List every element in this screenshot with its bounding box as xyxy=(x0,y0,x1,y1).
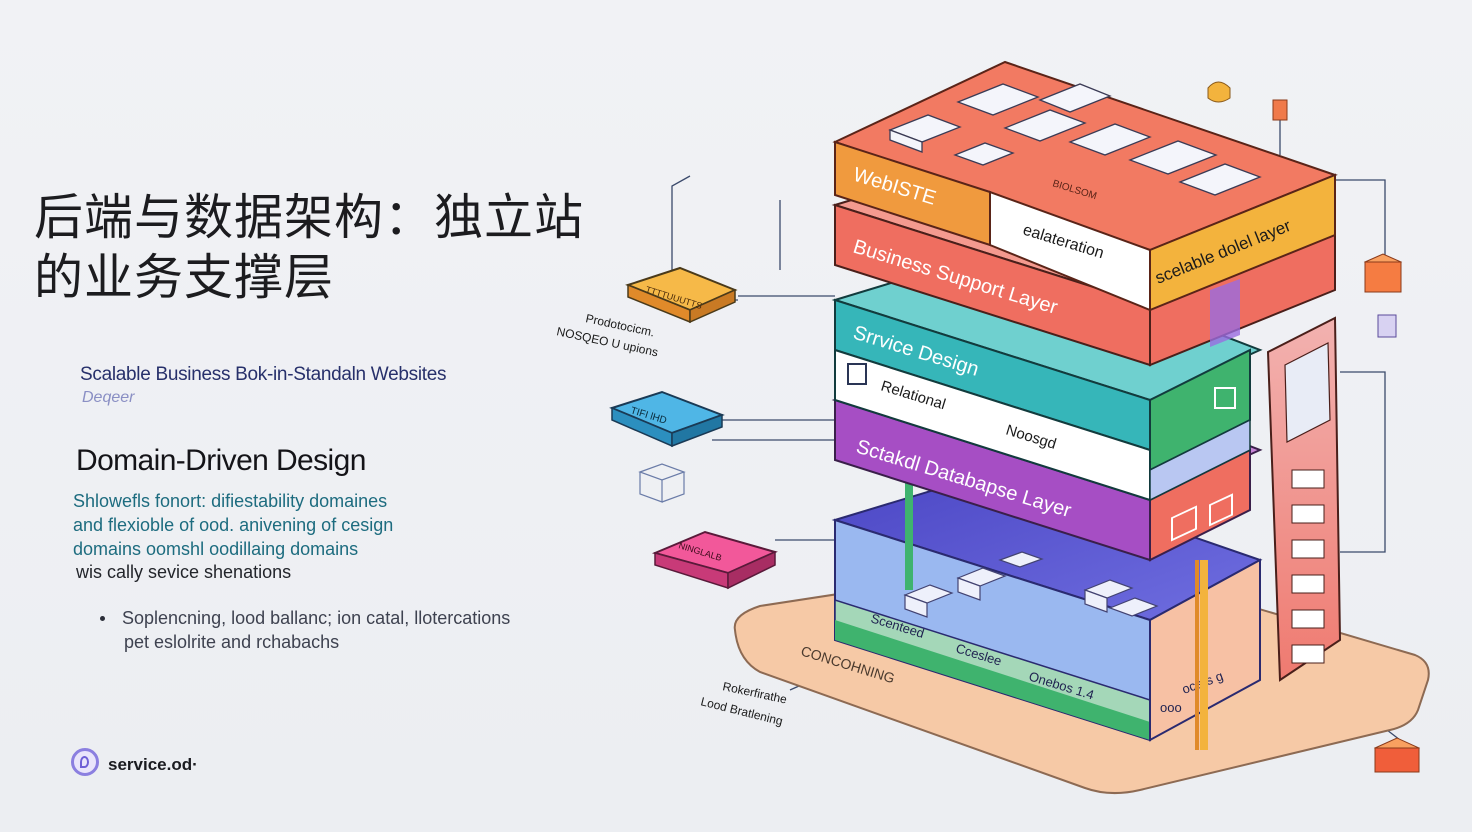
connector-line xyxy=(1340,371,1386,553)
description-line-4: wis cally sevice shenations xyxy=(76,562,292,582)
base-label-5: ooo xyxy=(1160,700,1182,715)
mobile-panel xyxy=(1266,316,1342,682)
website-layer: WebISTE ealateration BIOLSOM scelable do… xyxy=(832,60,1338,312)
connector-line xyxy=(1335,179,1386,258)
subtitle-caption: Deqeer xyxy=(82,389,135,406)
server-cube-icons xyxy=(903,551,1159,618)
title-line-2: 的业务支撑层 xyxy=(34,249,335,306)
callout-blue: TIFI lHD xyxy=(609,390,725,448)
description-line-3: domains oomshl oodillaing domains xyxy=(73,539,359,559)
brand-logo-icon xyxy=(71,748,99,776)
bullet-line-1: Soplencning, lood ballanc; ion catal, ll… xyxy=(122,608,511,628)
bullet-line-2: pet eslolrite and rchabachs xyxy=(124,632,340,652)
callout-pink: NINGLALB xyxy=(651,530,778,590)
page-title: 后端与数据架构：独立站 的业务支撑层 xyxy=(34,188,674,308)
bullet-dot xyxy=(100,616,105,621)
small-server-icon xyxy=(638,463,686,503)
floating-cube-icons xyxy=(1207,81,1421,773)
subtitle: Scalable Business Bok-in-Standaln Websit… xyxy=(80,364,447,385)
callout-orange: TTTTUUUTTS xyxy=(625,266,738,324)
description-line-2: and flexioble of ood. anivening of cesig… xyxy=(73,515,394,535)
ui-window-icons xyxy=(888,83,1262,196)
brand-name: service.od· xyxy=(108,755,198,774)
description-line-1: Shlowefls fonort: difiestability domaine… xyxy=(73,491,388,511)
section-heading: Domain-Driven Design xyxy=(76,444,366,477)
title-line-1: 后端与数据架构：独立站 xyxy=(34,189,585,246)
support-pillars xyxy=(905,470,1208,750)
